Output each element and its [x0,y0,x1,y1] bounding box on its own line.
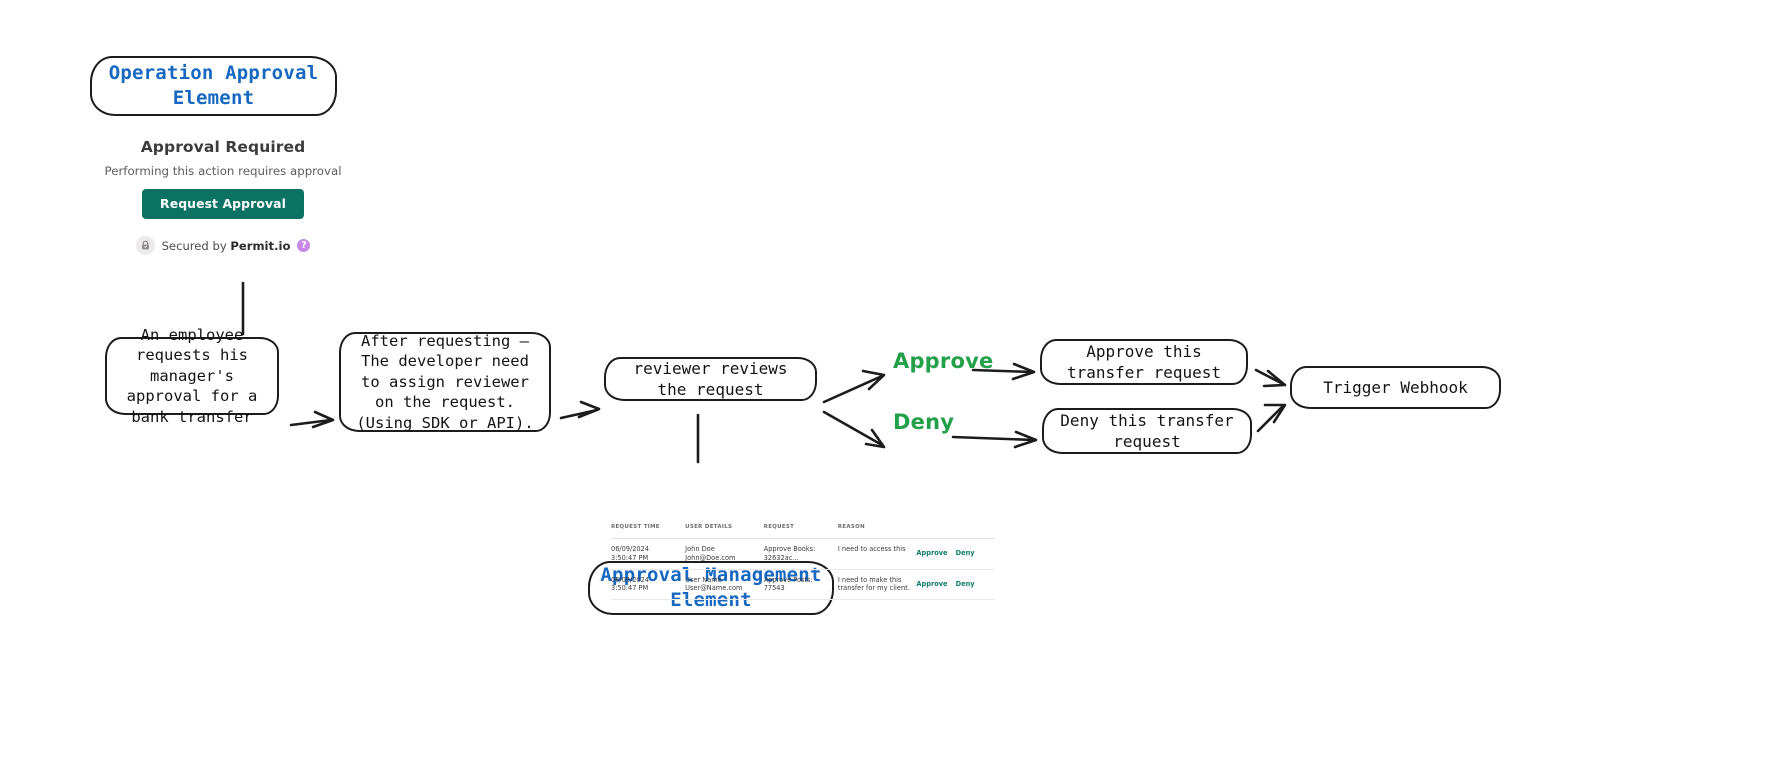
connector-employee-to-assign [289,410,335,429]
help-icon[interactable]: ? [297,239,311,252]
approvals-table: REQUEST TIME USER DETAILS REQUEST REASON… [611,524,995,601]
node-approve-transfer: Approve this transfer request [1040,339,1248,385]
column-header-request-time: REQUEST TIME [611,524,686,539]
cell-request-time: 06/09/2024 3:50:47 PM [611,538,686,570]
branch-label-deny: Deny [893,410,955,434]
connector-assign-to-reviewer [559,400,601,420]
connector-deny-to-deny-box [951,430,1038,449]
row-approve-link[interactable]: Approve [916,549,948,558]
cell-approve-action: Approve [916,538,956,570]
cell-deny-action: Deny [955,569,995,601]
connector-approve-box-to-webhook [1254,368,1287,388]
secured-by-prefix: Secured by [161,238,231,253]
node-employee-request: An employee requests his manager's appro… [105,326,279,426]
table-row: 06/09/2024 3:50:47 PM John Doe John@Doe.… [611,538,995,570]
cell-reason: I need to access this [837,538,917,570]
column-header-user-details: USER DETAILS [685,524,764,539]
column-header-reason: REASON [837,524,917,539]
node-trigger-webhook: Trigger Webhook [1290,366,1501,409]
connector-reviewer-to-approve [822,369,886,404]
connector-deny-box-to-webhook [1256,403,1287,433]
column-header-request: REQUEST [763,524,838,539]
approval-required-widget: Approval Required Performing this action… [92,138,354,255]
request-approval-button[interactable]: Request Approval [142,189,304,219]
node-assign-reviewer: After requesting — The developer need to… [339,332,551,432]
widget-subtitle: Performing this action requires approval [104,164,342,178]
cell-deny-action: Deny [955,538,995,570]
cell-user-details: John Doe John@Doe.com [685,538,764,570]
row-deny-link[interactable]: Deny [955,579,975,588]
row-approve-link[interactable]: Approve [916,579,948,588]
cell-request-time: 06/09/2024 3:50:47 PM [611,569,686,601]
table-header-row: REQUEST TIME USER DETAILS REQUEST REASON [611,524,995,539]
cell-approve-action: Approve [916,569,956,601]
table-row: 06/09/2024 3:50:47 PM User Name User@Nam… [611,569,995,601]
secured-by-text: Secured by Permit.io [162,239,291,253]
permit-brand: Permit.io [230,238,291,253]
connector-reviewer-to-deny [822,410,886,449]
widget-title: Approval Required [140,138,306,156]
node-reviewer-reviews: reviewer reviews the request [604,357,817,401]
branch-label-approve: Approve [893,349,994,373]
cell-request: Approve Books: 32632ac... [763,538,838,570]
column-header-approve-action [916,524,956,539]
lock-icon [135,236,155,255]
cell-request: Approve Posts: 77543 [763,569,838,601]
row-deny-link[interactable]: Deny [955,549,975,558]
cell-reason: I need to make this transfer for my clie… [837,569,917,601]
node-deny-transfer: Deny this transfer request [1042,408,1252,454]
tag-operation-approval-element: Operation Approval Element [90,56,337,116]
column-header-deny-action [955,524,995,539]
cell-user-details: User Name User@Name.com [685,569,764,601]
secured-by-row: Secured by Permit.io ? [92,236,354,255]
